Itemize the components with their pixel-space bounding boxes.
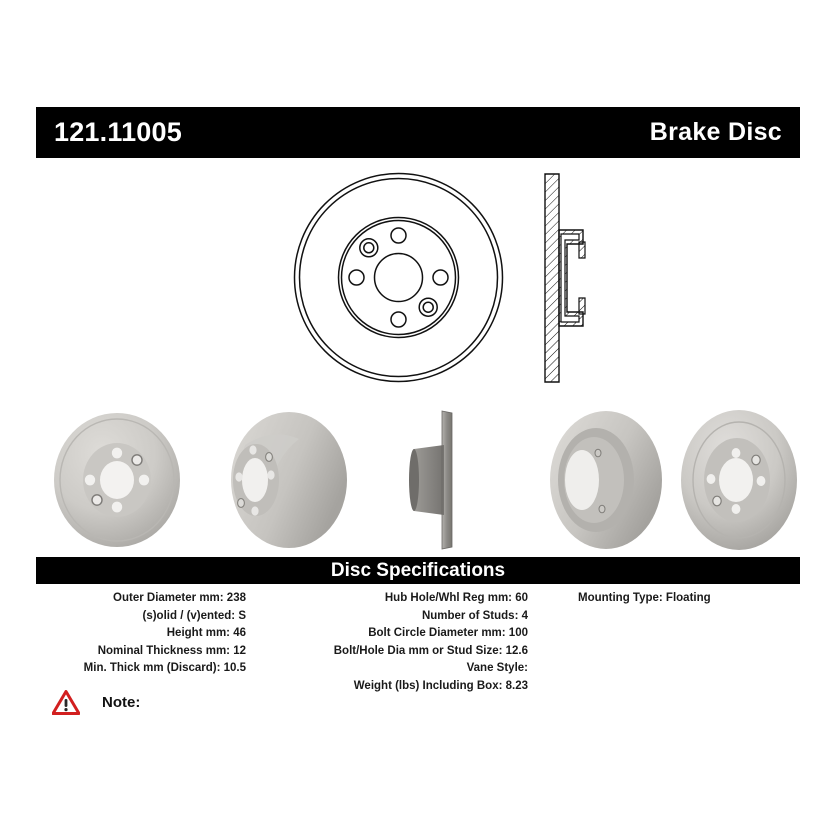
note-label: Note: [102, 694, 141, 711]
spec-line: (s)olid / (v)ented: S [142, 609, 247, 622]
product-photo-row [36, 405, 800, 555]
rotor-photo-rear-angled [536, 405, 681, 555]
specifications-table: Outer Diameter mm: 238 (s)olid / (v)ente… [36, 590, 800, 695]
spec-column-1: Outer Diameter mm: 238 (s)olid / (v)ente… [36, 590, 288, 695]
technical-drawing-area [36, 165, 800, 400]
spec-line: Bolt Circle Diameter mm: 100 [368, 627, 528, 639]
rotor-photo-angled-hub [211, 405, 366, 555]
spec-line: Height mm: 46 [166, 627, 246, 639]
header-bar: 121.11005 Brake Disc [36, 107, 800, 158]
part-number: 121.11005 [54, 117, 182, 147]
spec-line: Mounting Type: Floating [578, 592, 711, 604]
warning-triangle-icon [52, 690, 80, 715]
note-row: Note: [52, 690, 140, 715]
disc-cross-section-drawing [531, 172, 593, 384]
spec-line: Bolt/Hole Dia mm or Stud Size: 12.6 [333, 644, 528, 657]
spec-bar-title: Disc Specifications [330, 560, 506, 581]
spec-line: Nominal Thickness mm: 12 [97, 644, 246, 657]
spec-bar: Disc Specifications [36, 557, 800, 584]
rotor-photo-front-angled [681, 405, 801, 555]
spec-line: Min. Thick mm (Discard): 10.5 [83, 662, 246, 674]
spec-column-3: Mounting Type: Floating [550, 590, 800, 695]
spec-line: Number of Studs: 4 [421, 609, 528, 622]
spec-line: Outer Diameter mm: 238 [113, 592, 246, 604]
spec-line: Weight (lbs) Including Box: 8.23 [353, 679, 528, 692]
spec-line: Vane Style: [466, 662, 528, 674]
rotor-photo-front-face [44, 405, 194, 555]
disc-face-technical-drawing [291, 170, 506, 385]
product-type-label: Brake Disc [649, 118, 782, 146]
spec-line: Hub Hole/Whl Reg mm: 60 [384, 592, 528, 604]
rotor-photo-edge-profile [386, 405, 486, 555]
spec-column-2: Hub Hole/Whl Reg mm: 60 Number of Studs:… [288, 590, 550, 695]
